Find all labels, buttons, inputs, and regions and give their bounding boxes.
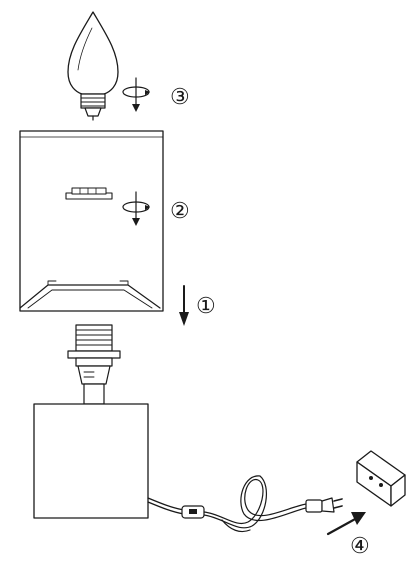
power-cord <box>203 475 307 533</box>
step-2-label: ② <box>170 199 190 224</box>
step-3-label: ③ <box>170 85 190 110</box>
screw-rotation-icon <box>122 191 150 226</box>
step-1-label: ① <box>196 294 216 319</box>
lamp-shade <box>19 130 164 312</box>
wall-outlet-icon <box>356 450 406 507</box>
step-4-label: ④ <box>350 534 370 559</box>
candle-bulb-icon <box>67 11 119 121</box>
lamp-socket-icon <box>67 324 121 405</box>
insert-arrow-icon <box>326 512 366 536</box>
power-cord <box>147 497 185 515</box>
power-plug-icon <box>305 497 343 513</box>
inline-switch-icon <box>181 505 205 519</box>
lamp-base <box>33 403 149 519</box>
screw-rotation-icon <box>122 77 150 112</box>
down-arrow-icon <box>179 285 189 326</box>
